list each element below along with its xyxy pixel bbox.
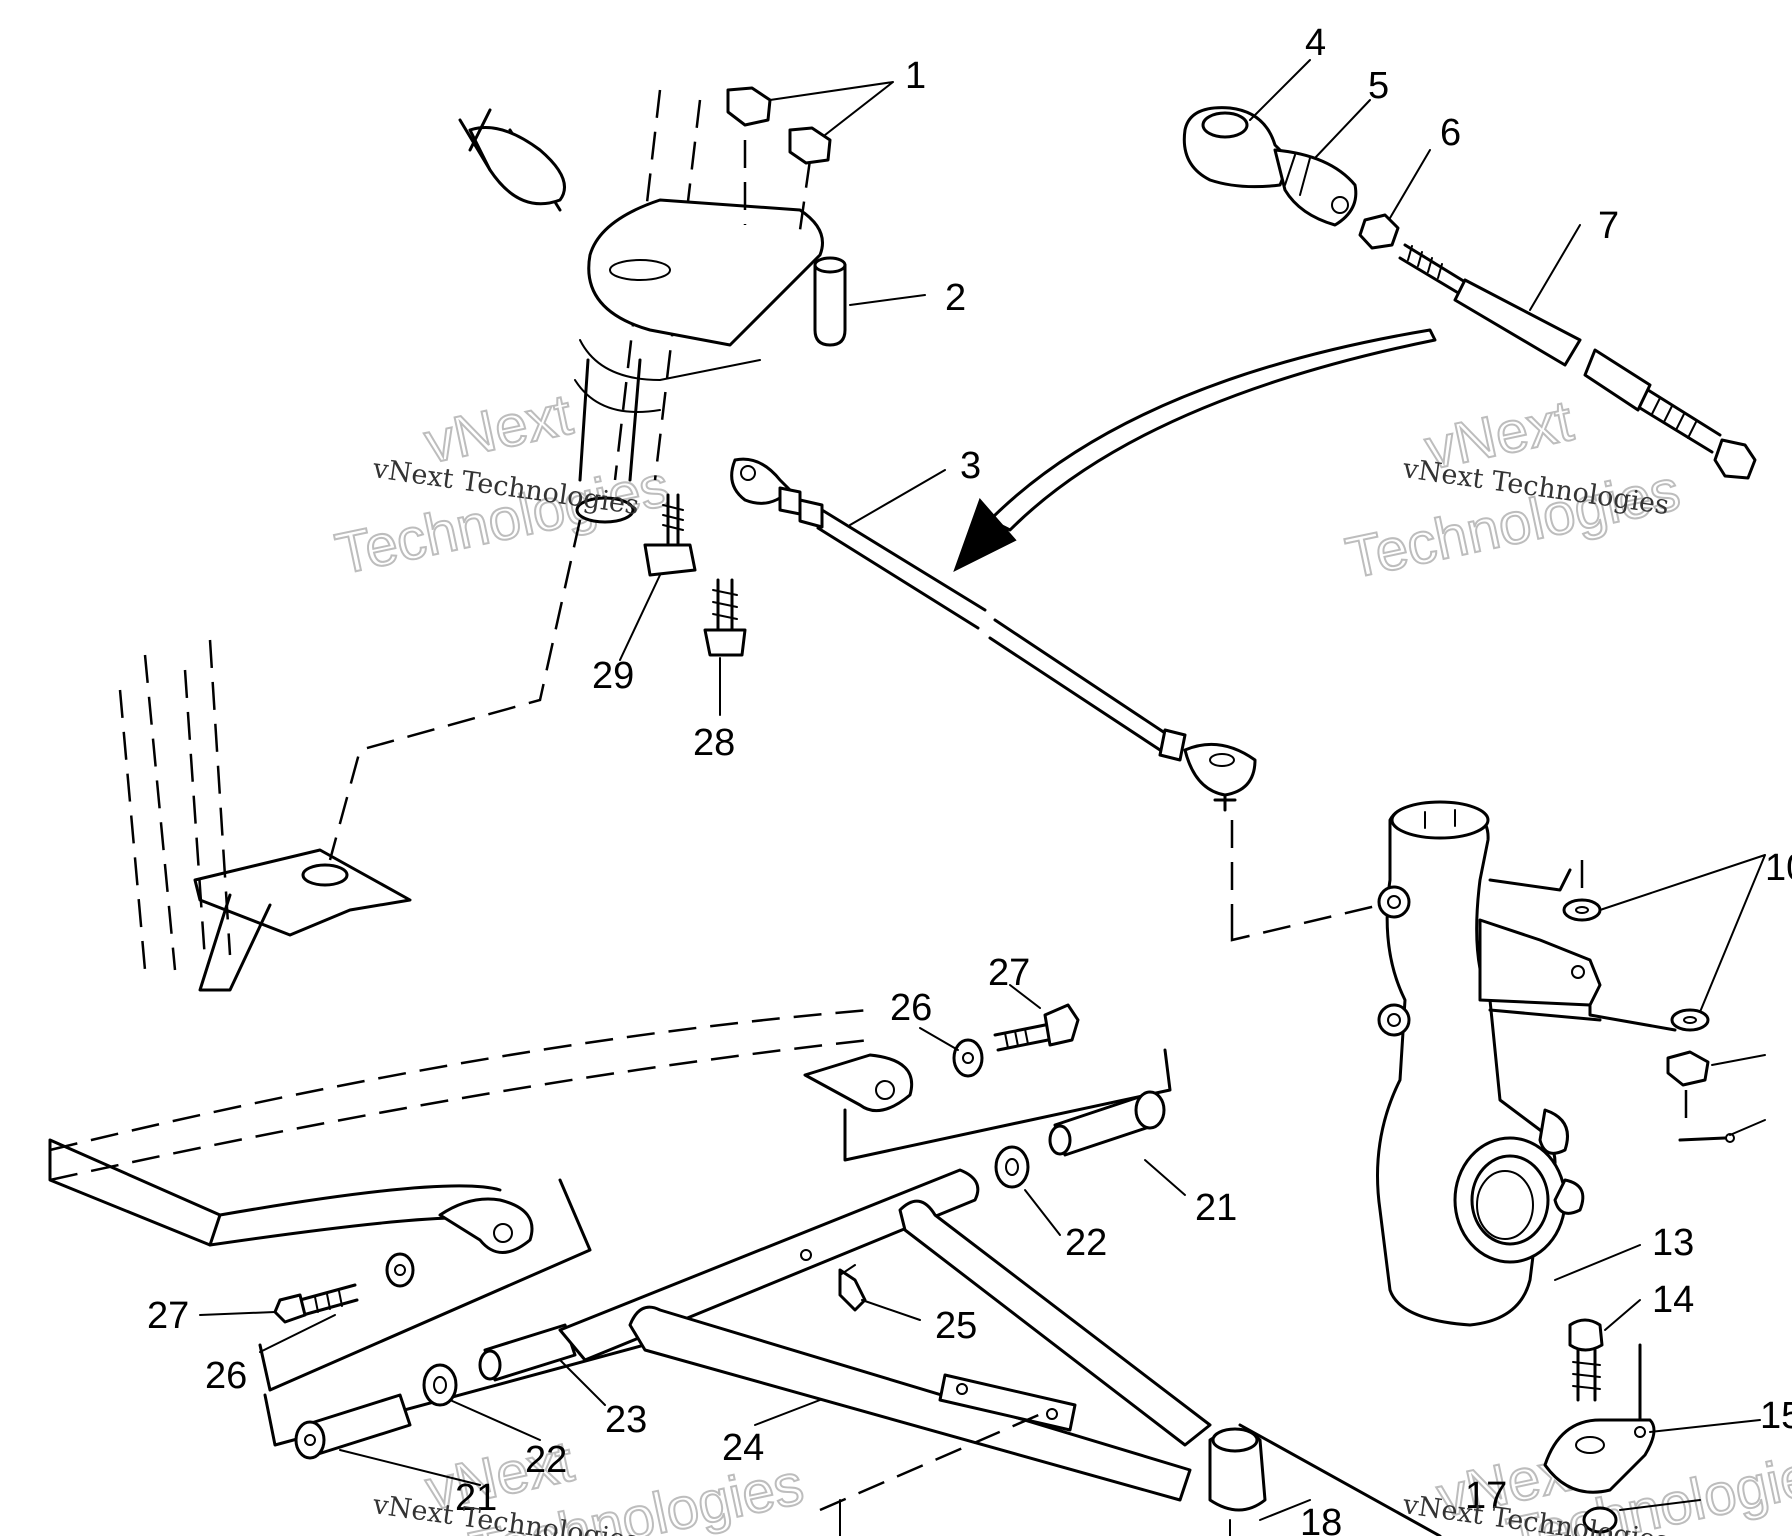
grease-fitting-item-25 <box>800 1249 867 1312</box>
bolt-item-28 <box>703 578 747 657</box>
frame-rails <box>118 639 412 992</box>
callout-4: 4 <box>1305 22 1326 64</box>
callout-3: 3 <box>960 445 981 487</box>
washer-item-22-top <box>994 1145 1030 1189</box>
callout-25: 25 <box>935 1305 977 1347</box>
bolt-item-29 <box>643 493 697 577</box>
tie-rod-assembly <box>730 457 1381 942</box>
callout-14: 14 <box>1652 1279 1694 1321</box>
nuts-item-1 <box>726 86 832 165</box>
bracket-item-15 <box>1543 1343 1656 1494</box>
a-arm-item-24 <box>558 1168 1442 1536</box>
callout-21-top: 21 <box>1195 1187 1237 1229</box>
callout-2: 2 <box>945 277 966 319</box>
callout-5: 5 <box>1368 65 1389 107</box>
callout-15: 15 <box>1760 1395 1792 1437</box>
bushing-item-21-bottom <box>294 1393 412 1460</box>
callout-21-bottom: 21 <box>455 1477 497 1519</box>
nut-item-11 <box>1666 1050 1710 1125</box>
front-cross-member <box>48 1008 913 1254</box>
adjuster-tube-item-7 <box>1398 243 1757 480</box>
callout-17: 17 <box>1465 1475 1507 1517</box>
bushing-item-23 <box>478 1323 577 1382</box>
callout-27-bottom: 27 <box>147 1295 189 1337</box>
rod-end-item-4 <box>1182 106 1292 189</box>
rod-end-body-item-5 <box>1273 148 1358 227</box>
callout-13: 13 <box>1652 1222 1694 1264</box>
callout-27-top: 27 <box>988 952 1030 994</box>
jam-nut-item-6 <box>1358 213 1400 250</box>
callout-18: 18 <box>1300 1502 1342 1536</box>
bushing-item-21-top <box>1048 1090 1166 1157</box>
callout-6: 6 <box>1440 112 1461 154</box>
arrow-indicator <box>953 328 1437 573</box>
callout-23: 23 <box>605 1399 647 1441</box>
callout-10: 10 <box>1765 847 1792 889</box>
spindle-item-13 <box>1376 800 1602 1327</box>
bolt-item-27-bottom <box>273 1283 359 1324</box>
bolt-item-14 <box>1568 1318 1604 1402</box>
pitman-arm <box>574 140 847 413</box>
callout-22-bottom: 22 <box>525 1439 567 1481</box>
callout-22-top: 22 <box>1065 1222 1107 1264</box>
nut-item-17 <box>1582 1506 1618 1534</box>
callout-labels: 1 2 3 4 5 6 7 10 13 14 15 17 18 21 21 22… <box>147 22 1792 1536</box>
callout-29: 29 <box>592 655 634 697</box>
leader-lines <box>199 59 1766 1521</box>
washer-item-26-top <box>952 1038 984 1078</box>
bolt-item-27-top <box>993 1003 1080 1052</box>
washer-item-22-bottom <box>422 1363 458 1407</box>
callout-28: 28 <box>693 722 735 764</box>
washer-item-26-bottom <box>385 1252 415 1288</box>
washer-item-10-upper <box>1562 860 1602 922</box>
callout-24: 24 <box>722 1427 764 1469</box>
callout-1: 1 <box>905 55 926 97</box>
callout-7: 7 <box>1598 205 1619 247</box>
callout-26-top: 26 <box>890 987 932 1029</box>
callout-26-bottom: 26 <box>205 1355 247 1397</box>
cotter-pin-item-12 <box>1678 1133 1735 1143</box>
bracket-outlines <box>258 1048 1172 1447</box>
washer-item-10-lower <box>1588 1003 1710 1032</box>
